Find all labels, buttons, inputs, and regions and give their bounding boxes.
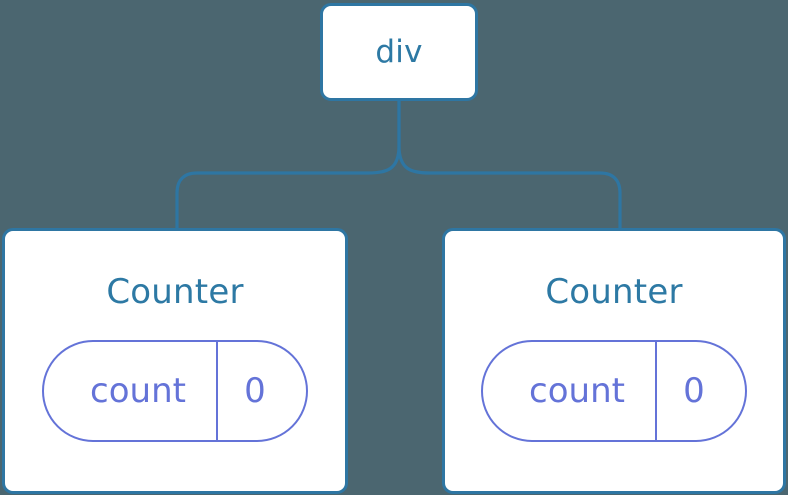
state-value-counter-1: 0 bbox=[244, 371, 266, 411]
node-counter-1[interactable]: Counter count 0 bbox=[2, 228, 348, 494]
state-pill-counter-1[interactable]: count 0 bbox=[42, 340, 308, 442]
state-key-counter-2: count bbox=[483, 342, 657, 440]
state-key-counter-1: count bbox=[44, 342, 218, 440]
node-div[interactable]: div bbox=[320, 3, 478, 101]
node-counter-1-label: Counter bbox=[106, 272, 244, 312]
node-counter-2-label: Counter bbox=[545, 272, 683, 312]
connector-root-to-right-child bbox=[397, 99, 622, 232]
node-div-label: div bbox=[375, 33, 423, 70]
state-value-counter-2: 0 bbox=[683, 371, 705, 411]
state-pill-counter-2[interactable]: count 0 bbox=[481, 340, 747, 442]
connector-root-to-left-child bbox=[175, 99, 401, 232]
node-counter-2[interactable]: Counter count 0 bbox=[442, 228, 786, 494]
